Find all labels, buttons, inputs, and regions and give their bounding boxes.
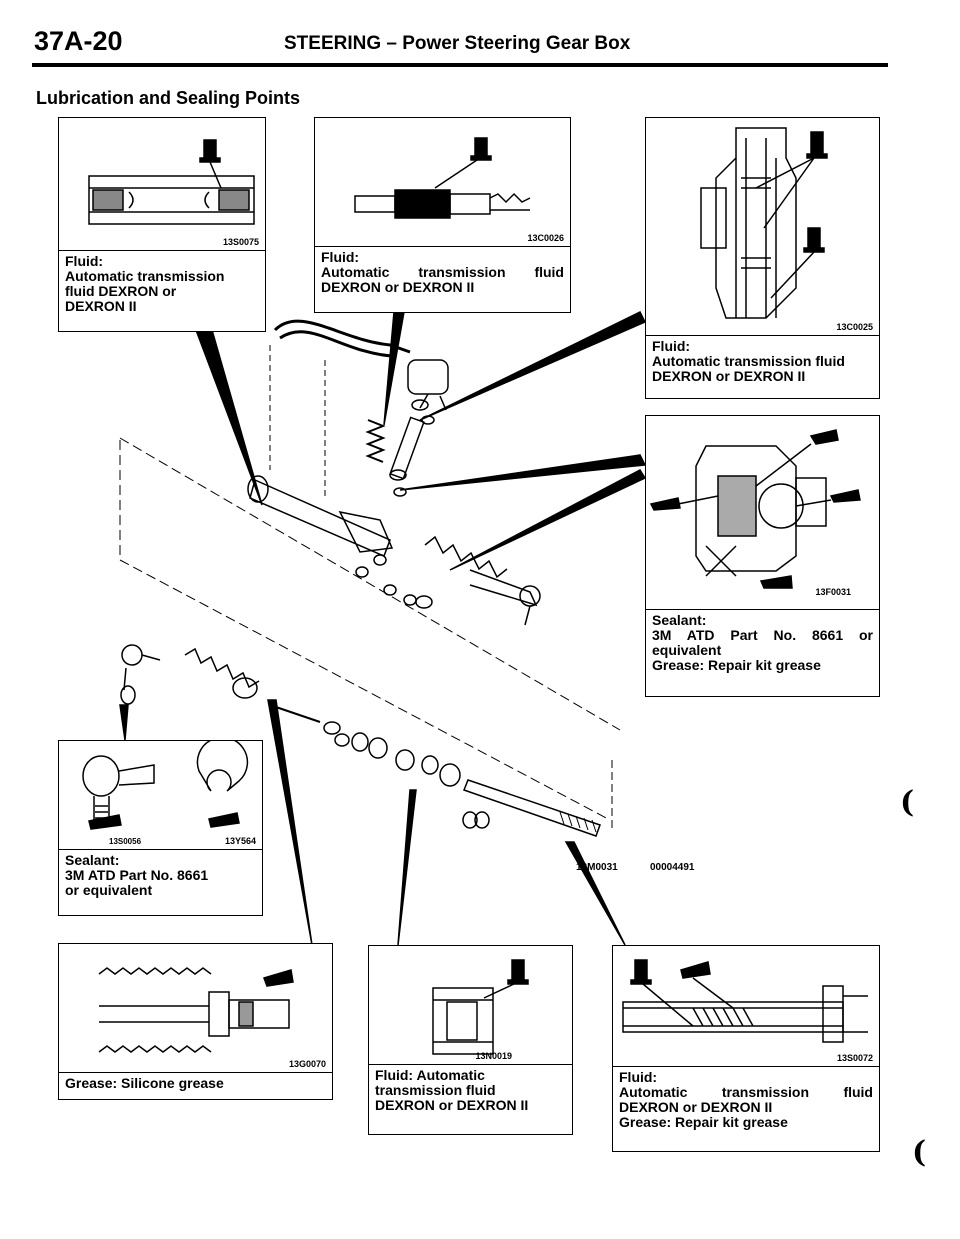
pinion-housing-illustration xyxy=(649,429,861,589)
callout-7-code: 13N0019 xyxy=(475,1051,512,1061)
callout-box-5: 13S0056 13Y564 Sealant: 3M ATD Part No. … xyxy=(58,740,263,916)
caption-line: Grease: Repair kit grease xyxy=(652,657,821,673)
callout-2-code: 13C0026 xyxy=(527,233,564,243)
leader-c2 xyxy=(383,311,405,426)
caption-line: DEXRON or DEXRON II xyxy=(652,368,806,384)
caption-line: Sealant: xyxy=(65,852,120,868)
caption-line: Grease: Silicone grease xyxy=(65,1075,224,1091)
caption-line: 3M ATD Part No. 8661 xyxy=(65,867,209,883)
callout-2-figure: 13C0026 xyxy=(315,118,570,247)
caption-line: Sealant: xyxy=(652,612,707,628)
callout-box-1: 13S0075 Fluid: Automatic transmission fl… xyxy=(58,117,266,332)
callout-1-caption: Fluid: Automatic transmission fluid DEXR… xyxy=(59,251,265,318)
caption-line: Automatic transmission fluid xyxy=(619,1084,873,1100)
callout-7-caption: Fluid: Automatic transmission fluid DEXR… xyxy=(369,1065,572,1117)
leader-c4a xyxy=(399,454,647,491)
callout-4-caption: Sealant: 3M ATD Part No. 8661 or equival… xyxy=(646,610,879,677)
callout-5-code2: 13Y564 xyxy=(224,836,256,846)
caption-line: Fluid: Automatic xyxy=(375,1067,485,1083)
caption-line: or equivalent xyxy=(65,882,153,898)
caption-line: Fluid: xyxy=(65,253,104,269)
caption-line: fluid DEXRON or xyxy=(65,283,177,299)
dust-boot-illustration xyxy=(98,967,294,1053)
leader-c4b xyxy=(449,469,647,571)
leader-c8 xyxy=(564,841,626,946)
leader-c6 xyxy=(267,699,313,946)
callout-box-6: 13G0070 Grease: Silicone grease xyxy=(58,943,333,1100)
callout-8-caption: Fluid: Automatic transmission fluid DEXR… xyxy=(613,1067,879,1134)
caption-line: Automatic transmission xyxy=(65,268,225,284)
callout-5-code: 13S0056 xyxy=(109,837,142,846)
callout-6-figure: 13G0070 xyxy=(59,944,332,1073)
callout-box-4: 13F0031 Sealant: 3M ATD Part No. 8661 or… xyxy=(645,415,880,697)
bearing-seal-illustration xyxy=(88,139,255,225)
caption-line: Grease: Repair kit grease xyxy=(619,1114,788,1130)
callout-2-caption: Fluid: Automatic transmission fluid DEXR… xyxy=(315,247,570,299)
caption-line: equivalent xyxy=(652,642,722,658)
callout-6-code: 13G0070 xyxy=(288,1059,326,1069)
callout-3-code: 13C0025 xyxy=(836,322,873,332)
callout-box-2: 13C0026 Fluid: Automatic transmission fl… xyxy=(314,117,571,313)
callout-6-caption: Grease: Silicone grease xyxy=(59,1073,332,1095)
margin-mark-2: ( xyxy=(912,1135,927,1170)
valve-housing-illustration xyxy=(700,127,828,319)
callout-5-figure: 13S0056 13Y564 xyxy=(59,741,262,850)
caption-line: transmission fluid xyxy=(375,1082,496,1098)
leader-c5 xyxy=(119,704,129,741)
callout-8-figure: 13S0072 xyxy=(613,946,879,1067)
margin-mark-1: ( xyxy=(900,785,915,820)
caption-line: Automatic transmission fluid xyxy=(321,264,564,280)
callout-box-7: 13N0019 Fluid: Automatic transmission fl… xyxy=(368,945,573,1135)
caption-line: 3M ATD Part No. 8661 or xyxy=(652,627,873,643)
caption-line: DEXRON II xyxy=(65,298,137,314)
callout-3-caption: Fluid: Automatic transmission fluid DEXR… xyxy=(646,336,879,388)
page-title: STEERING – Power Steering Gear Box xyxy=(284,33,631,54)
caption-line: DEXRON or DEXRON II xyxy=(619,1099,773,1115)
callout-4-figure: 13F0031 xyxy=(646,416,879,610)
leader-c3 xyxy=(419,310,647,421)
caption-line: Fluid: xyxy=(652,338,691,354)
bushing-illustration xyxy=(432,959,529,1055)
callout-7-figure: 13N0019 xyxy=(369,946,572,1065)
header-rule xyxy=(32,63,888,67)
callout-8-code: 13S0072 xyxy=(836,1053,873,1063)
section-title: Lubrication and Sealing Points xyxy=(36,88,301,108)
caption-line: Fluid: xyxy=(321,249,360,265)
callout-box-3: 13C0025 Fluid: Automatic transmission fl… xyxy=(645,117,880,399)
callout-5-caption: Sealant: 3M ATD Part No. 8661 or equival… xyxy=(59,850,262,902)
callout-box-8: 13S0072 Fluid: Automatic transmission fl… xyxy=(612,945,880,1152)
rack-cylinder-illustration xyxy=(622,959,868,1043)
main-figure-code-right: 00004491 xyxy=(650,862,695,873)
callout-3-figure: 13C0025 xyxy=(646,118,879,336)
callout-1-code: 13S0075 xyxy=(222,237,259,247)
page-code: 37A-20 xyxy=(34,26,123,56)
callout-4-code: 13F0031 xyxy=(815,587,851,597)
tie-rod-end-illustration xyxy=(82,741,249,830)
caption-line: Automatic transmission fluid xyxy=(652,353,845,369)
main-figure-code-left: 13M0031 xyxy=(576,862,618,873)
caption-line: DEXRON or DEXRON II xyxy=(321,279,475,295)
pinion-shaft-illustration xyxy=(354,137,531,219)
caption-line: Fluid: xyxy=(619,1069,658,1085)
leader-c7 xyxy=(397,789,417,946)
caption-line: DEXRON or DEXRON II xyxy=(375,1097,529,1113)
callout-1-figure: 13S0075 xyxy=(59,118,265,251)
